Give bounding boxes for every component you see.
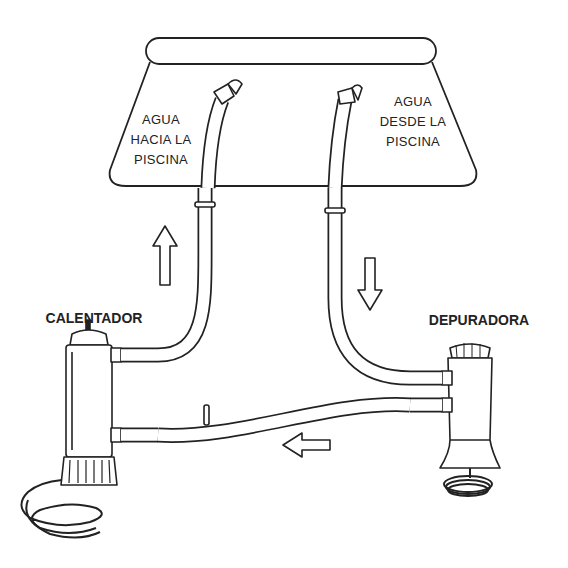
flow-label: AGUA DESDE LA PISCINA <box>377 92 449 152</box>
filter-pump-node: DEPURADORA <box>410 312 548 472</box>
filter-pump-illustration <box>440 343 500 496</box>
pool-node: AGUA HACIA LA PISCINA AGUA DESDE LA PISCI… <box>104 36 482 188</box>
return-fitting <box>214 84 234 104</box>
inlet-fitting <box>338 88 355 104</box>
hose-connector <box>158 188 205 355</box>
flow-arrow <box>153 226 177 285</box>
hose-connectors <box>158 188 410 435</box>
flow-label: AGUA HACIA LA PISCINA <box>125 110 197 170</box>
hose-stubs <box>121 100 442 435</box>
hose-connector <box>335 188 410 378</box>
heater-illustration <box>21 320 121 538</box>
hose-stub <box>121 435 158 436</box>
hose-stub <box>410 405 442 406</box>
flow-arrow <box>283 433 330 457</box>
hose-details <box>153 80 382 457</box>
heater-node: CALENTADOR <box>30 310 158 490</box>
hose-stub <box>121 355 158 356</box>
hose-clamp <box>195 202 215 207</box>
flow-arrow <box>358 258 382 310</box>
hose-stub <box>208 100 222 188</box>
equipment-heading: CALENTADOR <box>30 310 158 327</box>
hose-stub <box>335 100 345 188</box>
equipment-heading: DEPURADORA <box>410 312 548 329</box>
hose-connector <box>158 405 410 436</box>
hose-clamp <box>325 208 345 213</box>
hose-stub <box>410 378 442 379</box>
inlet-fitting <box>352 85 362 100</box>
hose-clamp <box>204 405 209 425</box>
return-fitting <box>228 80 242 94</box>
